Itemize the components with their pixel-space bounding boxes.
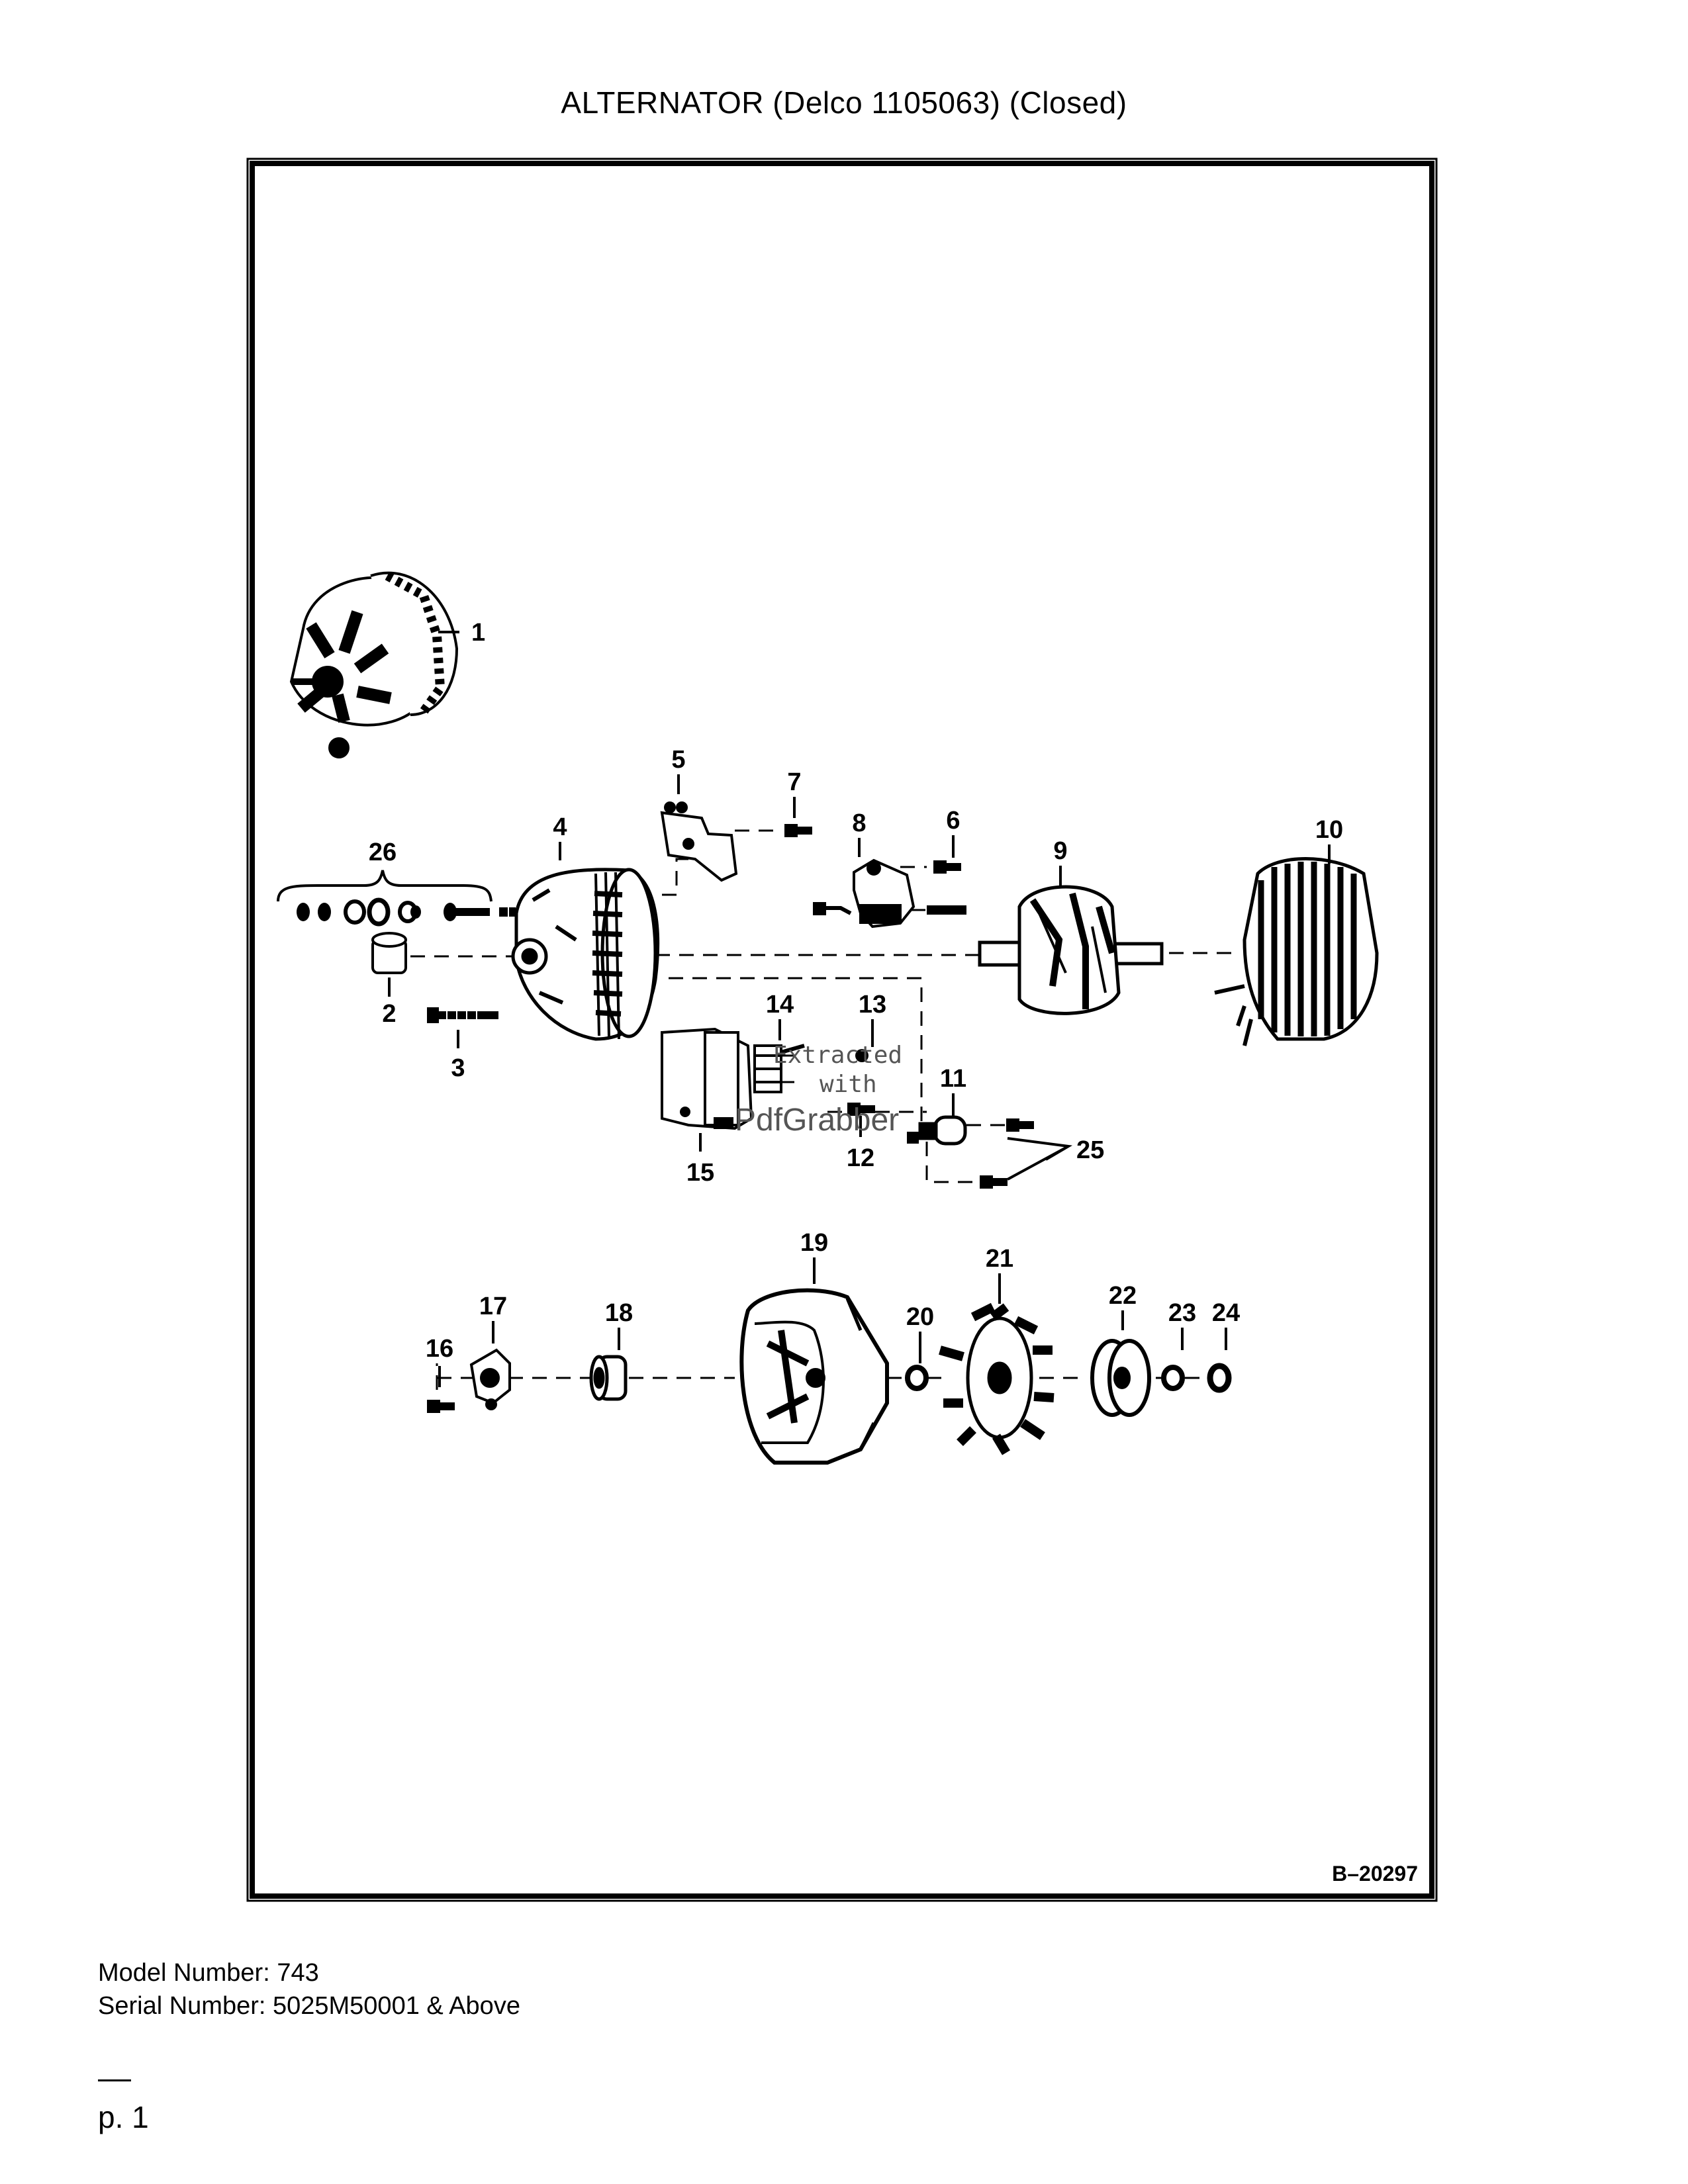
drive-end-frame-19 (739, 1288, 889, 1465)
page-number-rule (98, 2079, 131, 2081)
callout-22: 22 (1109, 1282, 1137, 1310)
callout-12: 12 (847, 1144, 874, 1172)
end-frame-4 (511, 868, 660, 1041)
callout-13: 13 (859, 991, 886, 1019)
figure-reference: B–20297 (1332, 1862, 1418, 1886)
brace-26 (277, 870, 492, 902)
callout-14: 14 (766, 991, 794, 1019)
callout-5: 5 (671, 746, 685, 774)
callout-18: 18 (605, 1299, 633, 1327)
leader-lines (388, 631, 1331, 1387)
pulley-22 (1090, 1339, 1151, 1417)
callout-10: 10 (1315, 816, 1343, 844)
callout-24: 24 (1212, 1299, 1240, 1327)
spacer-20 (905, 1365, 929, 1391)
callout-26: 26 (369, 839, 397, 866)
callout-8: 8 (852, 809, 866, 837)
screw-12 (847, 1103, 919, 1144)
callout-1: 1 (471, 619, 485, 647)
watermark-line-3: PdfGrabber (735, 1103, 899, 1138)
callout-4: 4 (553, 813, 567, 841)
callout-20: 20 (906, 1303, 934, 1331)
rectifier-15 (661, 1027, 753, 1130)
stator-10 (1214, 857, 1379, 1046)
callout-15: 15 (686, 1159, 714, 1187)
assembly-lines (410, 829, 1238, 1390)
screws-6 (927, 860, 966, 915)
serial-number: Serial Number: 5025M50001 & Above (98, 1992, 520, 2020)
callout-9: 9 (1053, 837, 1067, 865)
callout-labels: 1 2 3 4 5 6 7 8 9 10 11 12 13 14 15 16 1… (369, 619, 1343, 1363)
capacitor-11 (918, 1115, 967, 1146)
screw-16 (427, 1400, 455, 1413)
callout-17: 17 (479, 1293, 507, 1320)
model-number: Model Number: 743 (98, 1959, 319, 1987)
page-number: p. 1 (98, 2100, 149, 2134)
pdfgrabber-watermark: Extracted with PdfGrabber (735, 1042, 902, 1138)
callout-21: 21 (986, 1245, 1013, 1273)
callout-25: 25 (1076, 1136, 1104, 1164)
screws-25 (980, 1118, 1034, 1189)
fan-21 (939, 1302, 1055, 1455)
callout-6: 6 (946, 807, 960, 835)
page-title: ALTERNATOR (Delco 1105063) (Closed) (561, 85, 1127, 120)
callout-16: 16 (426, 1335, 453, 1363)
hardware-stack-26 (297, 897, 546, 927)
callout-3: 3 (451, 1054, 465, 1082)
rotor-9 (978, 885, 1164, 1015)
callout-2: 2 (382, 1000, 396, 1028)
bearing-18 (589, 1355, 628, 1401)
watermark-line-1: Extracted (773, 1042, 902, 1069)
alternator-assembly (289, 571, 459, 758)
screw-13 (855, 1049, 868, 1062)
callout-23: 23 (1168, 1299, 1196, 1327)
drawing-frame (246, 158, 1438, 1902)
diode-trio-14 (753, 1044, 805, 1093)
nut-24 (1207, 1363, 1232, 1393)
bushing-2 (371, 932, 407, 974)
screw-7 (784, 824, 812, 837)
bracket-5 (660, 801, 738, 882)
callout-11: 11 (940, 1065, 966, 1093)
callout-7: 7 (787, 768, 801, 796)
brush-holder-8 (813, 858, 915, 929)
washer-23 (1161, 1365, 1185, 1391)
watermark-line-2: with (820, 1071, 877, 1098)
callout-19: 19 (800, 1229, 828, 1257)
retainer-17 (469, 1348, 511, 1410)
bolt-3 (427, 1007, 498, 1023)
